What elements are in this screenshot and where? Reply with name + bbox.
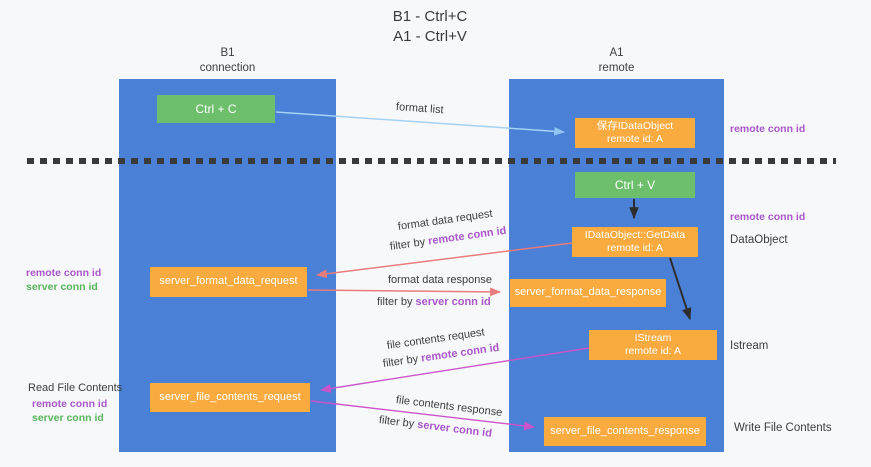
left-server-conn-id-2: server conn id [32,412,104,425]
filter-by-text: filter by [378,414,415,431]
left-conn-ids-top: remote conn id server conn id [26,266,101,294]
server-format-data-response-label: server_format_data_response [514,286,662,299]
left-conn-ids-bottom: remote conn id server conn id [32,397,107,425]
edge-label-filter-server-2: filter by server conn id [378,414,492,440]
right-istream-label: Istream [730,340,769,352]
lane-a1-name: A1 [609,47,624,59]
node-server-file-contents-request: server_file_contents_request [150,383,310,412]
edge-label-filter-server-1: filter by server conn id [377,296,491,308]
right-remote-conn-id-mid: remote conn id [730,211,806,223]
save-dataobject-line2: remote id: A [606,133,664,145]
remote-conn-id-text: remote conn id [427,224,508,248]
edge-label-format-list: format list [395,101,444,117]
node-istream: IStream remote id: A [589,330,717,360]
save-dataobject-line1: 保存IDataObject [596,119,674,132]
left-server-conn-id-1: server conn id [26,281,98,294]
filter-by-text: filter by [382,353,419,370]
lane-b1-name: B1 [220,47,235,59]
right-write-file-contents-label: Write File Contents [734,422,832,434]
arrow-format-data-response [307,287,502,297]
server-file-contents-response-label: server_file_contents_response [550,424,700,437]
ctrl-c-label: Ctrl + C [195,101,237,116]
getdata-line1: IDataObject::GetData [584,228,686,241]
lane-a1-role: remote [598,61,635,74]
node-server-format-data-response: server_format_data_response [510,279,666,307]
title-line-2: A1 - Ctrl+V [393,28,467,46]
diagram-title: B1 - Ctrl+C A1 - Ctrl+V [130,7,730,48]
left-remote-conn-id-1: remote conn id [26,267,102,279]
getdata-line2: remote id: A [606,242,664,254]
left-remote-conn-id-2: remote conn id [32,398,108,410]
node-ctrl-c: Ctrl + C [157,95,275,123]
node-server-format-data-request: server_format_data_request [150,267,307,297]
lane-b1-role: connection [199,61,256,74]
server-conn-id-text: server conn id [415,296,491,308]
istream-line2: remote id: A [624,345,682,357]
lane-header-b1: B1 connection [119,46,336,76]
edge-label-file-contents-response: file contents response [395,394,503,419]
right-dataobject-label: DataObject [730,234,788,246]
istream-line1: IStream [634,331,672,344]
edge-label-format-data-response: format data response [388,274,492,286]
lane-header-a1: A1 remote [509,46,724,76]
node-save-dataobject: 保存IDataObject remote id: A [575,118,695,148]
node-ctrl-v: Ctrl + V [575,172,695,198]
title-line-1: B1 - Ctrl+C [392,8,468,25]
node-server-file-contents-response: server_file_contents_response [544,417,706,446]
server-format-data-request-label: server_format_data_request [159,275,298,288]
filter-by-text: filter by [389,236,426,253]
right-remote-conn-id-top: remote conn id [730,123,806,135]
left-read-file-contents-label: Read File Contents [28,382,123,394]
node-idataobject-getdata: IDataObject::GetData remote id: A [572,227,698,257]
filter-by-text: filter by [377,296,413,308]
server-conn-id-text: server conn id [416,418,493,440]
dashed-separator [27,158,836,164]
server-file-contents-request-label: server_file_contents_request [159,390,301,403]
ctrl-v-label: Ctrl + V [614,177,656,192]
